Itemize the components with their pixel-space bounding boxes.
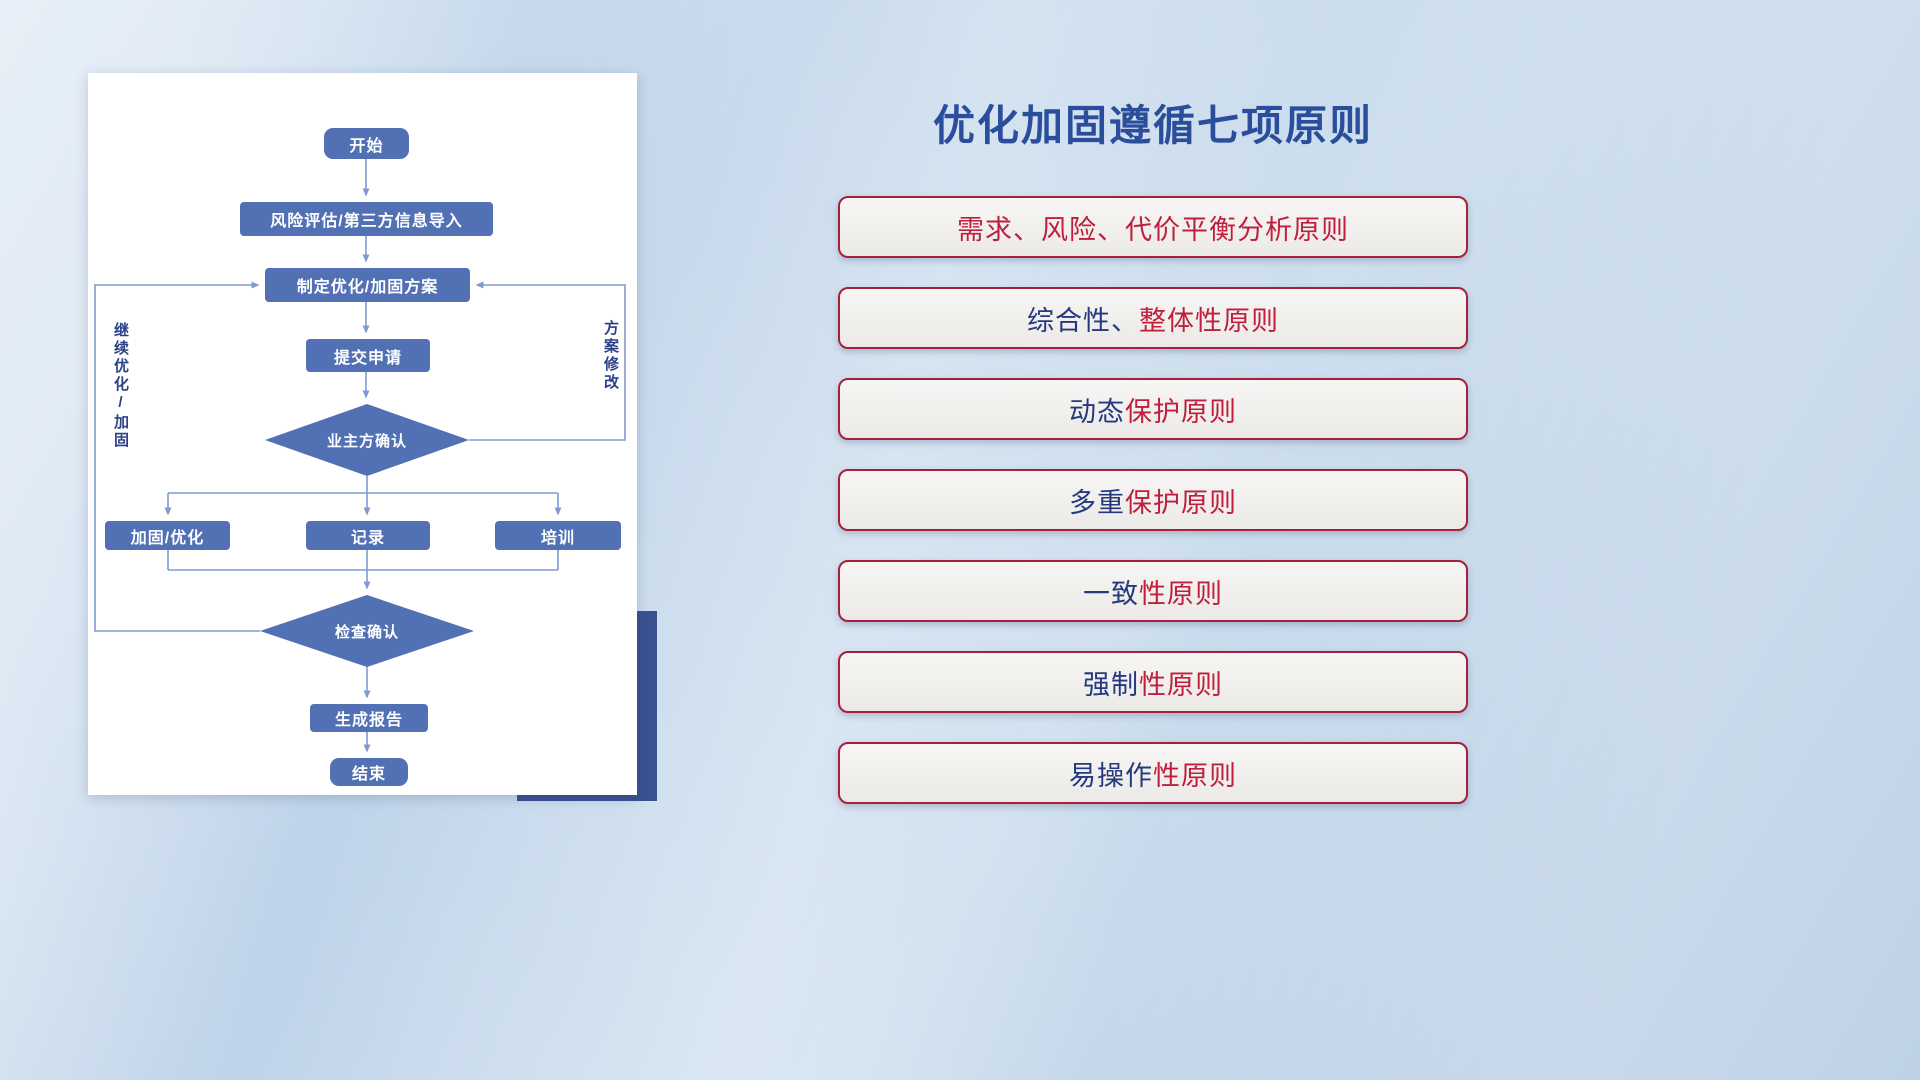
principle-button-5[interactable]: 一致性原则: [838, 560, 1468, 622]
flow-node-make-plan: 制定优化/加固方案: [265, 268, 470, 302]
principle-text-main: 保护原则: [1125, 487, 1237, 518]
principle-text-prefix: 一致: [1083, 578, 1139, 609]
flow-node-start: 开始: [324, 128, 409, 159]
principle-text-prefix: 多重: [1069, 487, 1125, 518]
principle-text-main: 性原则: [1139, 669, 1223, 700]
principles-list: 需求、风险、代价平衡分析原则 综合性、整体性原则 动态保护原则 多重保护原则 一…: [838, 196, 1468, 833]
principle-text-main: 性原则: [1153, 760, 1237, 791]
flow-node-check-confirm: 检查确认: [334, 623, 399, 641]
flowchart-card: 开始 风险评估/第三方信息导入 制定优化/加固方案 提交申请 业主方确认 加固/…: [88, 73, 637, 795]
principle-button-7[interactable]: 易操作性原则: [838, 742, 1468, 804]
flow-node-training: 培训: [495, 521, 621, 550]
principle-text-prefix: 易操作: [1069, 760, 1153, 791]
principle-button-4[interactable]: 多重保护原则: [838, 469, 1468, 531]
flow-node-end: 结束: [330, 758, 408, 786]
principle-text-main: 性原则: [1139, 578, 1223, 609]
principle-text-main: 需求、风险、代价平衡分析原则: [957, 214, 1349, 245]
flow-node-record: 记录: [306, 521, 430, 550]
principle-button-2[interactable]: 综合性、整体性原则: [838, 287, 1468, 349]
principle-button-1[interactable]: 需求、风险、代价平衡分析原则: [838, 196, 1468, 258]
flow-node-submit: 提交申请: [306, 339, 430, 372]
flowchart-connectors: [94, 159, 626, 753]
principle-button-6[interactable]: 强制性原则: [838, 651, 1468, 713]
flow-node-report: 生成报告: [310, 704, 428, 732]
principle-text-prefix: 强制: [1083, 669, 1139, 700]
principle-text-prefix: 动态: [1069, 396, 1125, 427]
principle-text-main: 保护原则: [1125, 396, 1237, 427]
flow-node-owner-confirm: 业主方确认: [326, 432, 407, 450]
flow-node-reinforce: 加固/优化: [105, 521, 230, 550]
edge-label-continue-optimize: 继续优化/加固: [112, 322, 129, 450]
page-title: 优化加固遵循七项原则: [932, 102, 1373, 149]
principle-text-main: 整体性原则: [1139, 305, 1279, 336]
principle-text-prefix: 综合性、: [1027, 305, 1139, 336]
flow-node-risk-import: 风险评估/第三方信息导入: [240, 202, 493, 236]
edge-label-plan-modify: 方案修改: [602, 320, 619, 392]
principle-button-3[interactable]: 动态保护原则: [838, 378, 1468, 440]
